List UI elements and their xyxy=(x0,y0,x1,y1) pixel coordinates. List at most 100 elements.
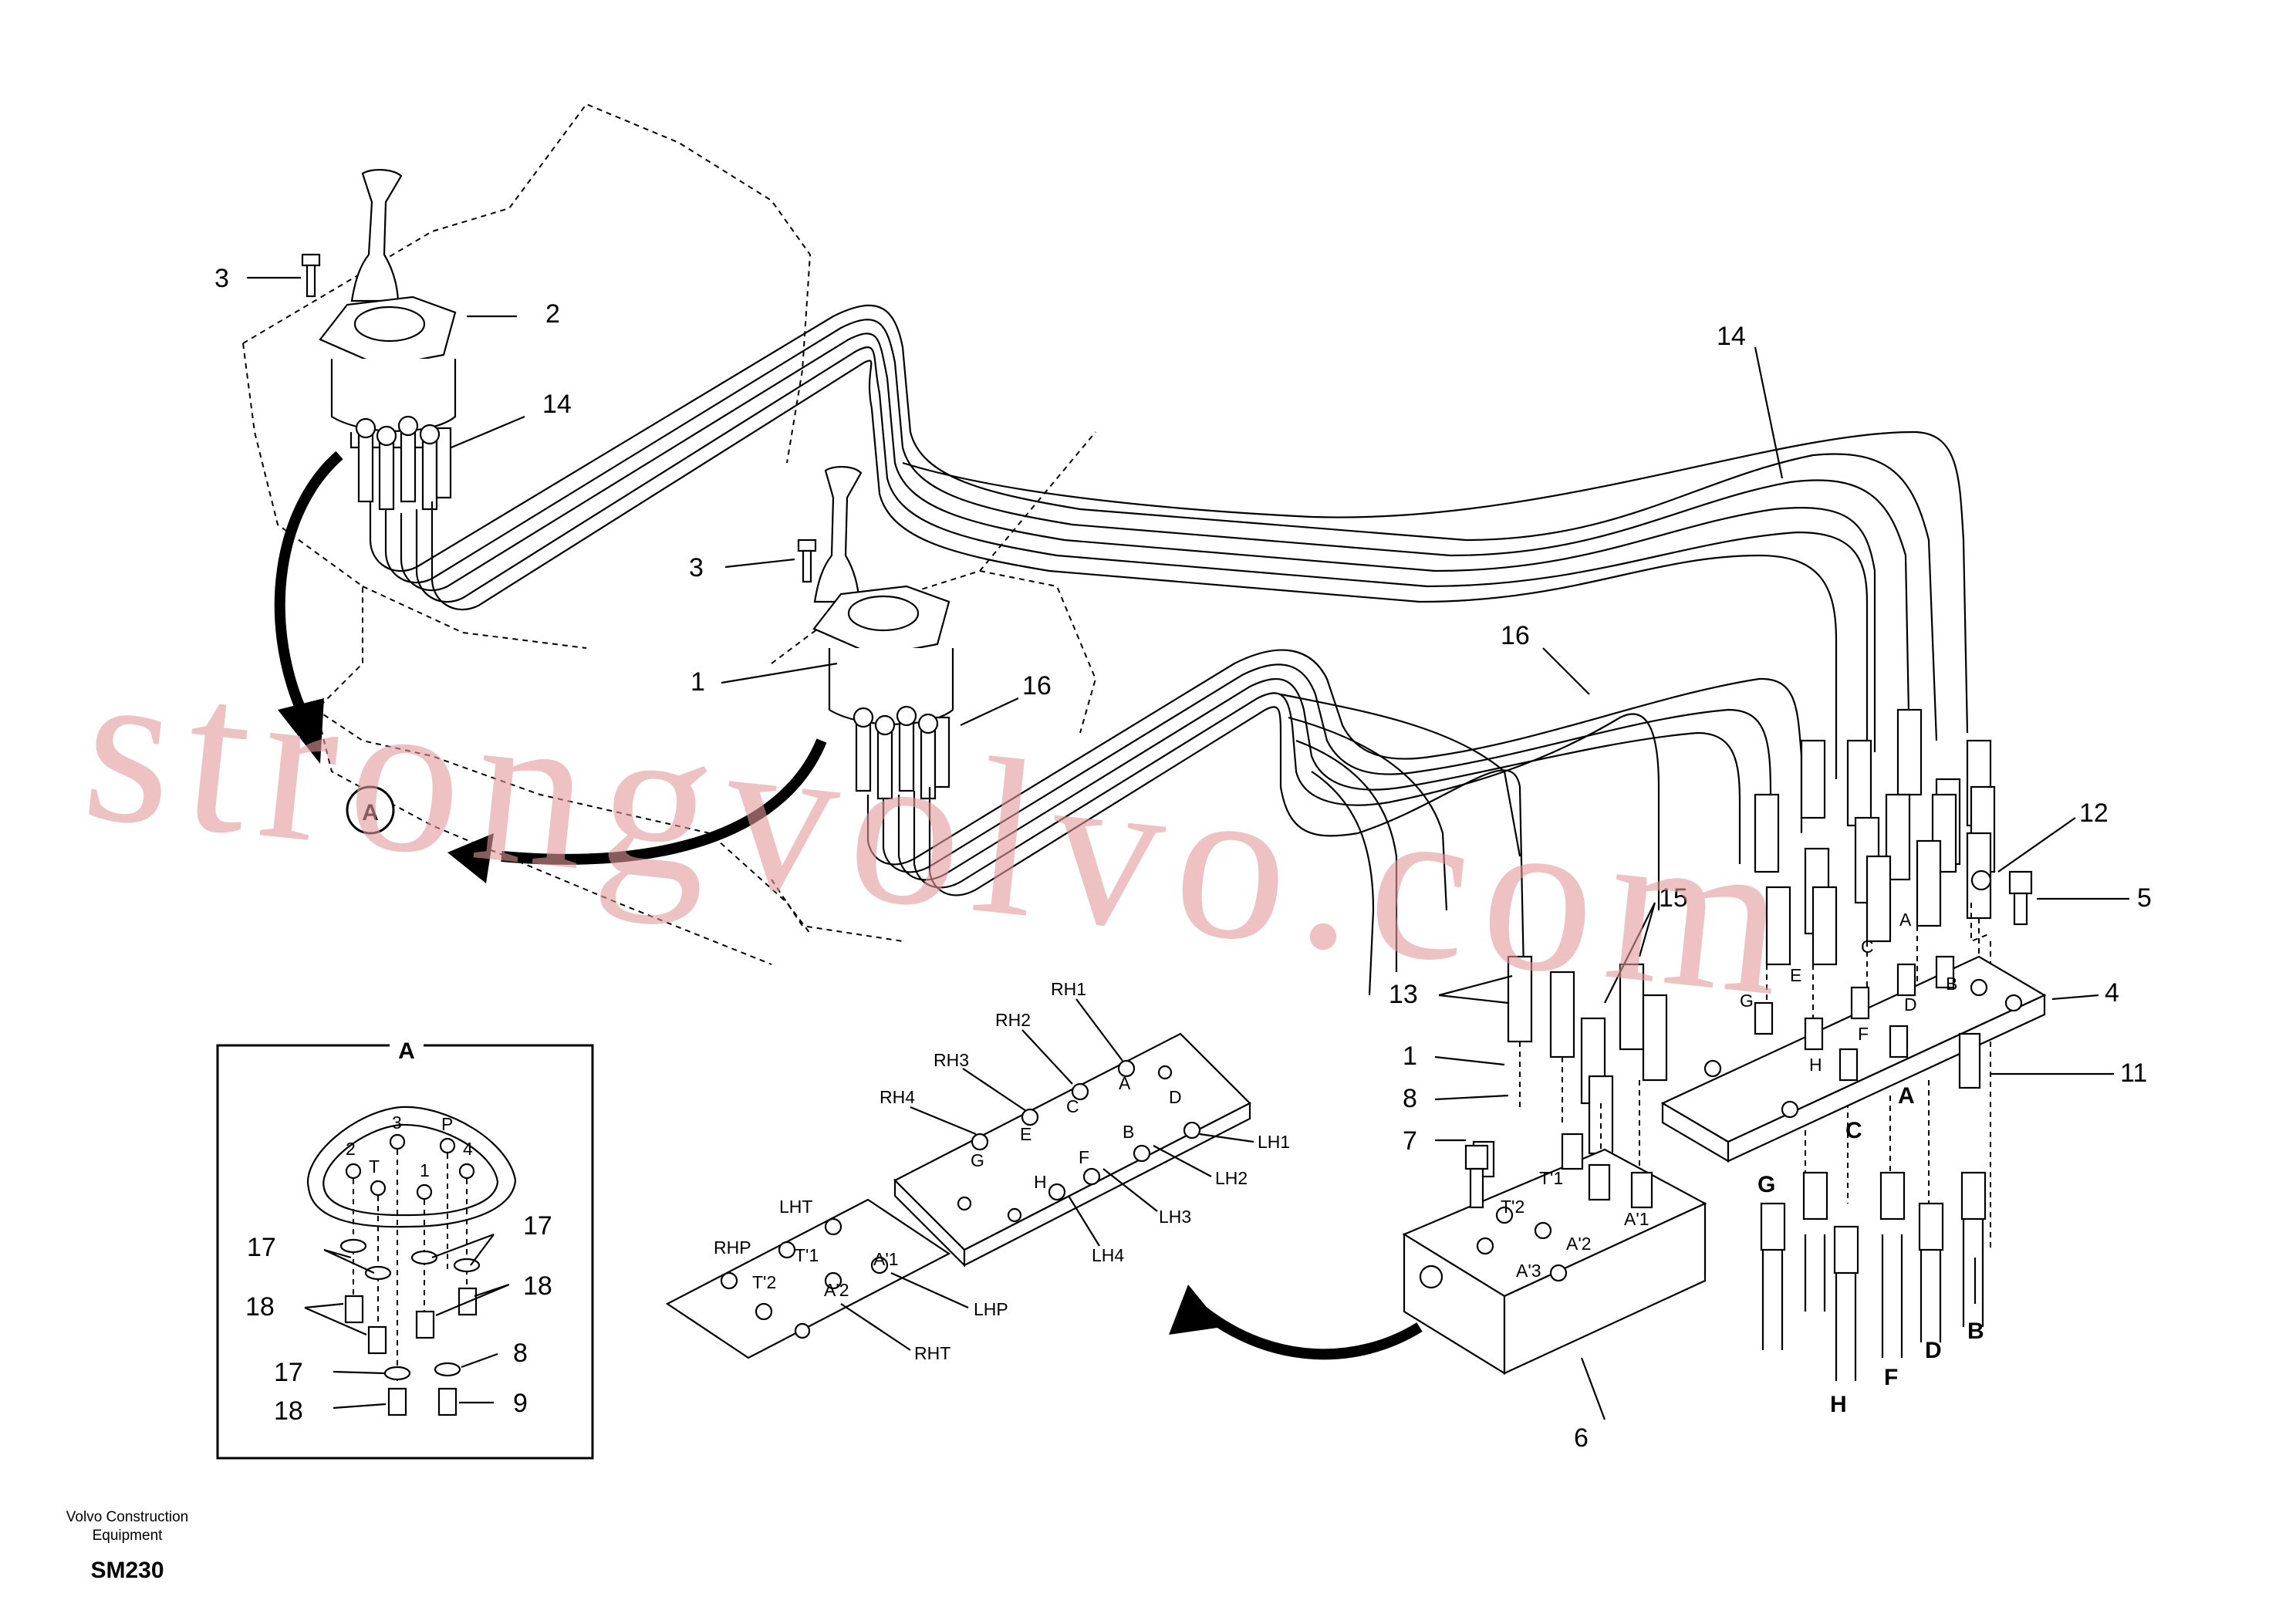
callout-14-right: 14 xyxy=(1717,322,1746,351)
callout-13: 13 xyxy=(1389,980,1418,1009)
hose-end-g: G xyxy=(1757,1172,1775,1197)
port-rh2: RH2 xyxy=(995,1010,1031,1030)
port-t1-block: T'1 xyxy=(1539,1168,1563,1188)
hose-end-b: B xyxy=(1967,1318,1984,1344)
callout-leaders xyxy=(247,276,2129,1420)
port-lh4: LH4 xyxy=(1092,1245,1124,1265)
port-g: G xyxy=(971,1150,984,1170)
callout-14-left: 14 xyxy=(542,390,572,419)
port-lht: LHT xyxy=(779,1197,812,1217)
port-d: D xyxy=(1169,1087,1182,1107)
port-a1-block: A'1 xyxy=(1624,1209,1649,1229)
callout-17-lower: 17 xyxy=(274,1358,303,1387)
joystick-left xyxy=(319,169,457,511)
small-plate xyxy=(665,1198,951,1359)
port-rhp: RHP xyxy=(714,1237,751,1258)
detail-pin-2: 2 xyxy=(346,1139,356,1159)
port-a2-block: A'2 xyxy=(1566,1234,1592,1254)
port-t2-block: T'2 xyxy=(1501,1197,1524,1217)
right-joystick-fittings xyxy=(853,705,950,800)
callout-18-right: 18 xyxy=(523,1271,552,1301)
detail-pin-p: P xyxy=(441,1114,453,1134)
callout-16-right: 16 xyxy=(1022,671,1052,701)
callout-6: 6 xyxy=(1574,1423,1589,1453)
port-a1-small: A'1 xyxy=(873,1249,899,1269)
small-plate-labels: LHT RHP T'1 T'2 A'1 A'2 LHP RHT xyxy=(714,1197,1008,1363)
m4-port-d: D xyxy=(1904,994,1917,1015)
port-t2-small: T'2 xyxy=(752,1272,776,1292)
port-lh1: LH1 xyxy=(1258,1132,1290,1152)
hose-end-f: F xyxy=(1884,1365,1898,1390)
pilot-plate xyxy=(893,1032,1251,1268)
detail-box-title: A xyxy=(398,1038,415,1064)
hose-end-a: A xyxy=(1898,1083,1915,1109)
assembly-arrows xyxy=(274,451,1423,1360)
bolts xyxy=(301,253,2033,1209)
detail-pin-4: 4 xyxy=(463,1139,473,1159)
drawing-code: SM230 xyxy=(90,1558,164,1583)
detail-marker: A xyxy=(346,785,395,835)
m4-port-a: A xyxy=(1899,910,1912,930)
detail-pin-3: 3 xyxy=(392,1112,402,1133)
port-t1-small: T'1 xyxy=(795,1245,819,1265)
callout-17-left: 17 xyxy=(247,1233,276,1262)
left-joystick-fittings xyxy=(355,415,452,511)
callout-2: 2 xyxy=(545,299,560,329)
block6-labels: T'1 T'2 A'1 A'2 A'3 xyxy=(1501,1168,1649,1281)
callout-labels: 3 2 14 3 1 16 14 16 15 12 5 4 11 13 1 8 … xyxy=(214,264,2152,1453)
company-line-2: Equipment xyxy=(92,1528,163,1544)
detail-marker-label: A xyxy=(362,800,379,826)
callout-3-left: 3 xyxy=(214,264,229,293)
hose-end-d: D xyxy=(1925,1338,1942,1363)
callout-18-left: 18 xyxy=(245,1292,275,1322)
manifold4-fittings xyxy=(1754,955,1955,1082)
m4-port-g: G xyxy=(1740,991,1754,1011)
callout-5: 5 xyxy=(2137,883,2152,913)
callout-1: 1 xyxy=(690,667,705,697)
hose-bundle-14 xyxy=(369,304,1969,779)
port-lhp: LHP xyxy=(974,1299,1008,1319)
port-a2-small: A'2 xyxy=(824,1280,849,1300)
port-e: E xyxy=(1020,1124,1032,1144)
callout-1-lower: 1 xyxy=(1403,1042,1417,1071)
port-c: C xyxy=(1066,1096,1079,1116)
detail-pin-1: 1 xyxy=(420,1160,430,1180)
port-rh1: RH1 xyxy=(1051,979,1086,999)
port-h: H xyxy=(1034,1172,1047,1192)
callout-15: 15 xyxy=(1659,883,1688,913)
callout-12: 12 xyxy=(2079,798,2109,828)
hose-end-labels: G H C A F D B xyxy=(1757,1083,1984,1417)
port-lh2: LH2 xyxy=(1215,1168,1248,1188)
port-rh4: RH4 xyxy=(880,1087,915,1107)
callout-16-upper: 16 xyxy=(1501,621,1530,650)
manifold4-labels: A B C D E F G H xyxy=(1740,910,1957,1075)
valve-block-6 xyxy=(1402,1133,1707,1375)
callout-3-right: 3 xyxy=(689,553,704,582)
hose-end-c: C xyxy=(1845,1118,1862,1143)
callout-8: 8 xyxy=(1403,1084,1417,1113)
callout-4: 4 xyxy=(2105,978,2119,1008)
lower-hose-ends xyxy=(1760,1171,1987,1381)
callout-7: 7 xyxy=(1403,1126,1417,1156)
port-b: B xyxy=(1123,1122,1134,1142)
port-a: A xyxy=(1119,1073,1131,1093)
callout-11: 11 xyxy=(2120,1058,2147,1088)
port-a3-block: A'3 xyxy=(1516,1261,1541,1281)
port-lh3: LH3 xyxy=(1159,1207,1191,1227)
port-f: F xyxy=(1079,1147,1089,1167)
m4-port-e: E xyxy=(1790,965,1801,985)
footer: Volvo Construction Equipment SM230 xyxy=(31,1508,224,1584)
company-line-1: Volvo Construction xyxy=(66,1509,189,1525)
detail-box-a: A 2 3 P 4 T 1 17 17 xyxy=(216,1030,594,1460)
callout-9: 9 xyxy=(513,1389,528,1418)
m4-port-h: H xyxy=(1809,1055,1822,1075)
detail-pin-t: T xyxy=(369,1156,380,1177)
callout-18-lower: 18 xyxy=(274,1396,303,1426)
hose-end-fittings xyxy=(1507,708,1996,1155)
joystick-right xyxy=(812,466,954,800)
pilot-plate-labels: RH1 RH2 RH3 RH4 A C E G D B F H LH1 LH2 … xyxy=(880,979,1290,1265)
port-rh3: RH3 xyxy=(934,1050,969,1070)
hose-bundle-16 xyxy=(866,649,1803,996)
